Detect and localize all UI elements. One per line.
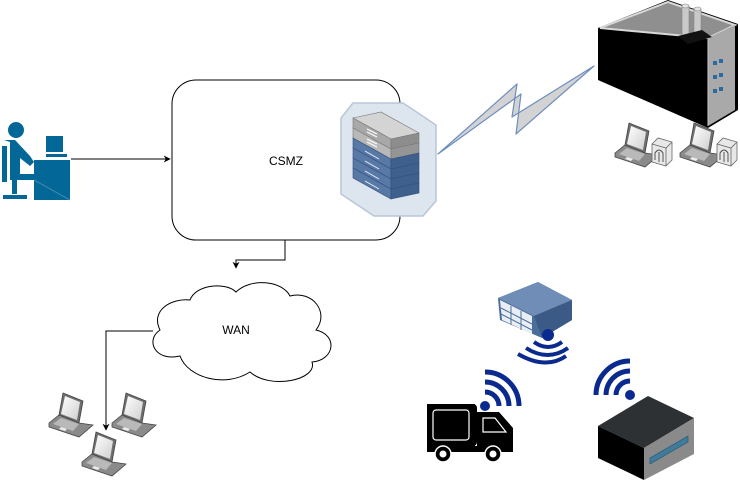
factory-icon[interactable] xyxy=(598,0,738,128)
remote-laptop-1[interactable] xyxy=(48,392,94,438)
edge-csmz-to-wan xyxy=(232,240,286,269)
laptop-icon xyxy=(48,392,94,438)
server-rack-icon xyxy=(340,102,437,217)
remote-laptop-3[interactable] xyxy=(81,431,127,477)
connected-truck-icon[interactable] xyxy=(427,369,522,463)
user-at-desk-icon[interactable] xyxy=(2,122,71,201)
wan-label: WAN xyxy=(222,323,250,337)
factory-workstation-1[interactable] xyxy=(614,122,673,168)
modem-icon xyxy=(716,137,738,167)
edge-wan-to-laptops xyxy=(102,330,153,431)
factory-workstation-2[interactable] xyxy=(679,122,738,168)
wireless-device-box-icon[interactable] xyxy=(593,358,694,480)
wireless-link-lightning xyxy=(437,65,595,155)
remote-laptop-2[interactable] xyxy=(111,392,157,438)
csmz-label: CSMZ xyxy=(269,154,303,168)
wireless-gateway-icon[interactable] xyxy=(498,282,572,365)
laptop-icon xyxy=(111,392,157,438)
laptop-icon xyxy=(81,431,127,477)
modem-icon xyxy=(651,137,673,167)
wan-node[interactable]: WAN xyxy=(152,282,332,382)
cloud-icon xyxy=(152,282,332,382)
